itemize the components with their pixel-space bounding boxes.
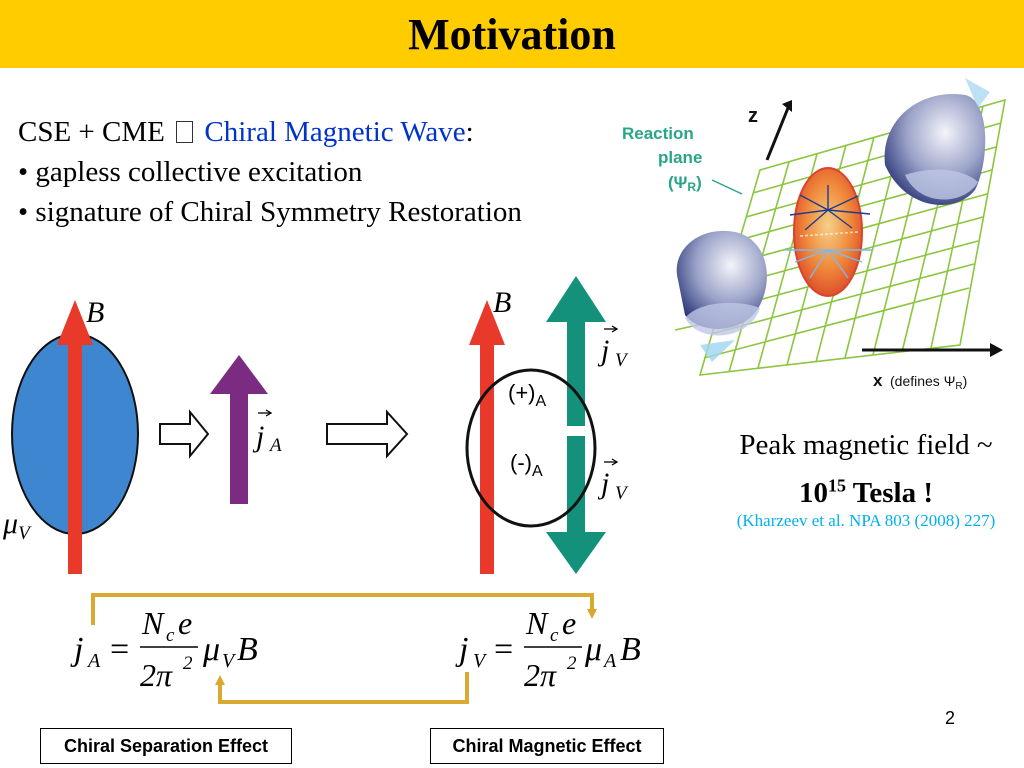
svg-text:A: A xyxy=(268,435,282,456)
svg-text:A: A xyxy=(86,650,101,672)
svg-text:N: N xyxy=(141,605,165,641)
implies-arrow-icon xyxy=(159,409,210,459)
svg-text:j: j xyxy=(455,631,468,668)
axial-current-arrow xyxy=(210,355,268,504)
x-axis-label: x xyxy=(873,371,883,390)
bullet-item: • signature of Chiral Symmetry Restorati… xyxy=(18,196,522,228)
page-number: 2 xyxy=(945,708,956,728)
intro-headline: CSE + CME Chiral Magnetic Wave: xyxy=(18,112,522,152)
positive-charge-label: (+)A xyxy=(508,380,547,410)
missing-glyph-icon xyxy=(176,121,194,143)
b-label-right: B xyxy=(493,286,511,319)
magnetic-field-arrow-left xyxy=(57,300,93,574)
z-axis-label: z xyxy=(748,105,758,127)
cse-box-label: Chiral Separation Effect xyxy=(63,735,269,756)
intro-prefix: CSE + CME xyxy=(18,116,173,148)
fireball-overlap-region xyxy=(793,167,863,297)
cme-box-label: Chiral Magnetic Effect xyxy=(452,735,642,756)
svg-text:e: e xyxy=(562,605,576,641)
heavy-ion-collision-figure: z x (defines ΨR) Reaction plane (ΨR) xyxy=(622,78,1007,392)
implies-arrow-icon xyxy=(326,409,409,459)
svg-text:B: B xyxy=(620,631,641,668)
z-axis xyxy=(765,107,790,161)
svg-text:=: = xyxy=(494,631,513,668)
reaction-plane-label-line3: (ΨR) xyxy=(668,173,702,194)
chiral-magnetic-wave-label: Chiral Magnetic Wave xyxy=(204,116,466,148)
svg-text:e: e xyxy=(178,605,192,641)
cse-equation: j A = N c e 2π 2 μ V B xyxy=(70,605,258,693)
peak-field-line1: Peak magnetic field ~ xyxy=(739,429,993,461)
svg-text:=: = xyxy=(110,631,129,668)
nucleus-motion-arrow-icon xyxy=(965,78,990,108)
reaction-plane-label-line1: Reaction xyxy=(622,124,694,143)
svg-text:j: j xyxy=(597,467,609,500)
svg-text:j: j xyxy=(597,334,609,367)
svg-text:V: V xyxy=(615,350,629,371)
title-bar: Motivation xyxy=(0,0,1024,68)
mu-label: μV xyxy=(2,507,32,544)
svg-text:μ: μ xyxy=(584,631,602,668)
peak-field-text: Peak magnetic field ~ 1015 Tesla ! xyxy=(708,425,1024,513)
svg-text:2: 2 xyxy=(567,653,577,674)
vector-current-up-arrow xyxy=(546,276,606,426)
mu-subscript: V xyxy=(18,523,32,544)
jv-label-lower: j V xyxy=(597,458,629,504)
svg-text:μ: μ xyxy=(202,631,220,668)
svg-text:c: c xyxy=(550,625,559,646)
b-label-left: B xyxy=(86,296,104,329)
x-axis-note: (defines ΨR) xyxy=(890,373,967,392)
slide-title: Motivation xyxy=(408,9,616,59)
feedback-arrow-cme-to-cse xyxy=(215,672,469,704)
chiral-magnetic-effect-box: Chiral Magnetic Effect xyxy=(430,728,664,764)
svg-text:N: N xyxy=(525,605,549,641)
svg-text:B: B xyxy=(237,631,258,668)
mu-symbol: μ xyxy=(2,507,18,540)
svg-text:A: A xyxy=(602,650,617,672)
svg-text:V: V xyxy=(615,483,629,504)
magnetic-field-arrow-right xyxy=(469,300,505,574)
intro-text: CSE + CME Chiral Magnetic Wave: • gaples… xyxy=(18,112,522,232)
svg-text:2π: 2π xyxy=(524,657,557,693)
peak-field-line2: 1015 Tesla ! xyxy=(798,475,934,509)
flow-arrows xyxy=(789,185,871,231)
svg-text:2π: 2π xyxy=(140,657,173,693)
reaction-plane-label-line2: plane xyxy=(658,148,702,167)
svg-text:V: V xyxy=(473,650,488,672)
feedback-arrow-cse-to-cme xyxy=(91,593,597,625)
negative-charge-label: (-)A xyxy=(510,450,543,480)
svg-text:j: j xyxy=(70,631,83,668)
svg-text:j: j xyxy=(252,420,264,453)
bullet-item: • gapless collective excitation xyxy=(18,156,363,188)
svg-text:c: c xyxy=(166,625,175,646)
ja-label: j A xyxy=(252,409,282,456)
intro-colon: : xyxy=(465,116,474,148)
chiral-wave-ellipse xyxy=(465,368,597,528)
svg-text:2: 2 xyxy=(183,653,193,674)
svg-text:V: V xyxy=(222,650,237,672)
citation: (Kharzeev et al. NPA 803 (2008) 227) xyxy=(736,511,996,530)
cme-equation: j V = N c e 2π 2 μ A B xyxy=(455,605,641,693)
chiral-separation-effect-box: Chiral Separation Effect xyxy=(40,728,292,764)
jv-label-upper: j V xyxy=(597,325,629,371)
